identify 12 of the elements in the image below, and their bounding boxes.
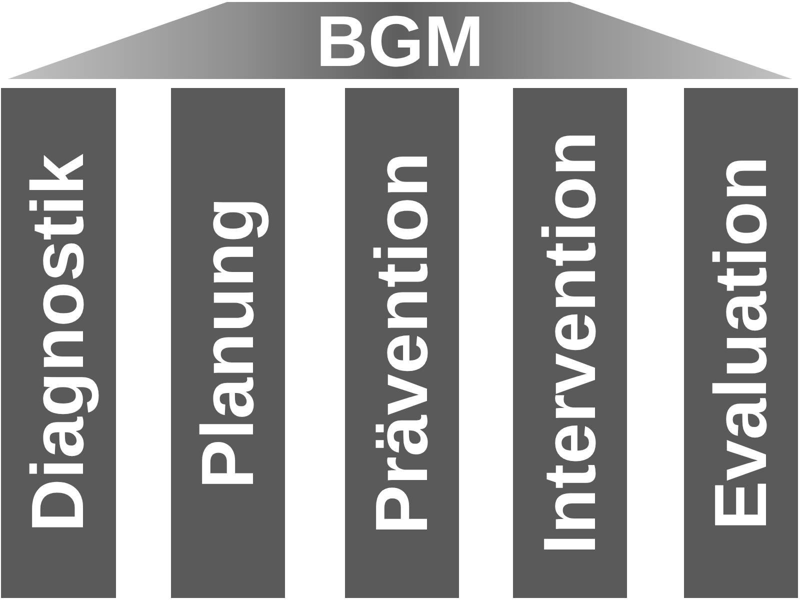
pillar <box>513 88 627 598</box>
roof <box>8 2 792 79</box>
pillar <box>171 88 285 598</box>
roof-label: BGM <box>316 6 484 78</box>
pillar-label: Diagnostik <box>15 154 100 532</box>
pillar <box>345 88 459 598</box>
pillar-label: Planung <box>184 197 270 489</box>
pillar-label: Prävention <box>358 152 444 534</box>
pillar-label: Evaluation <box>698 156 783 530</box>
pillar <box>684 88 798 598</box>
pillar-label: Intervention <box>526 131 612 555</box>
pillar <box>1 88 116 598</box>
